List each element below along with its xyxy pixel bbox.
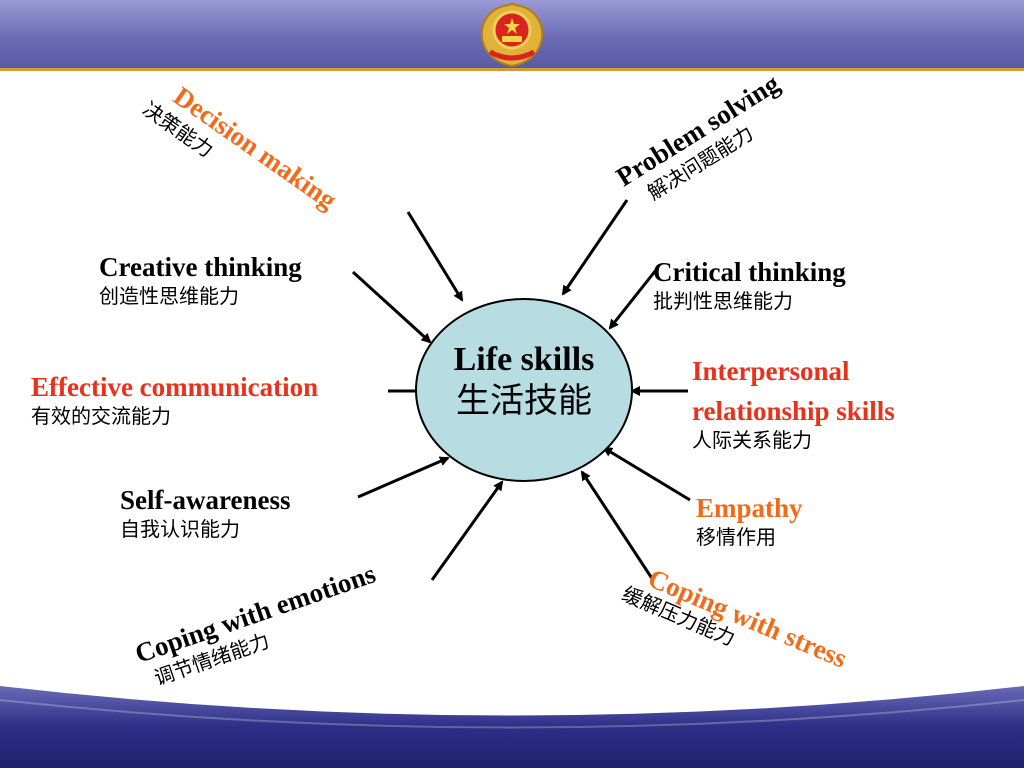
skill-empathy: Empathy 移情作用: [696, 492, 803, 550]
skill-self-awareness-en: Self-awareness: [120, 485, 291, 515]
center-title-en: Life skills: [453, 341, 595, 378]
skill-critical-thinking: Critical thinking 批判性思维能力: [653, 256, 846, 314]
skill-interpersonal: Interpersonal relationship skills 人际关系能力: [692, 355, 895, 453]
skill-empathy-zh: 移情作用: [696, 525, 776, 549]
skill-interpersonal-en-line2: relationship skills: [692, 396, 895, 426]
skill-effective-communication: Effective communication 有效的交流能力: [31, 371, 318, 429]
center-node: [415, 298, 633, 482]
arrow-critical: [608, 269, 658, 330]
arrow-emotions: [430, 480, 504, 581]
skill-creative-thinking: Creative thinking 创造性思维能力: [99, 251, 302, 309]
center-label: Life skills 生活技能: [415, 340, 633, 422]
arrow-self: [357, 456, 450, 499]
national-emblem-icon: [480, 2, 544, 68]
arrow-problem: [561, 199, 629, 296]
skill-critical-thinking-en: Critical thinking: [653, 257, 846, 287]
skill-interpersonal-en-line1: Interpersonal: [692, 356, 850, 386]
skill-critical-thinking-zh: 批判性思维能力: [653, 289, 793, 313]
skill-empathy-en: Empathy: [696, 493, 803, 523]
skill-effective-communication-en: Effective communication: [31, 372, 319, 402]
skill-creative-thinking-en: Creative thinking: [99, 252, 302, 282]
arrow-empathy: [602, 446, 691, 502]
skill-creative-thinking-zh: 创造性思维能力: [99, 284, 239, 308]
skill-effective-communication-zh: 有效的交流能力: [31, 404, 171, 428]
skill-self-awareness: Self-awareness 自我认识能力: [120, 484, 290, 542]
skill-self-awareness-zh: 自我认识能力: [120, 517, 240, 541]
header-divider: [0, 68, 1024, 71]
arrow-decision: [406, 211, 464, 302]
arrow-stress: [580, 470, 655, 581]
arrow-creative: [351, 270, 432, 344]
skill-interpersonal-zh: 人际关系能力: [692, 428, 812, 452]
center-title-zh: 生活技能: [456, 381, 592, 421]
